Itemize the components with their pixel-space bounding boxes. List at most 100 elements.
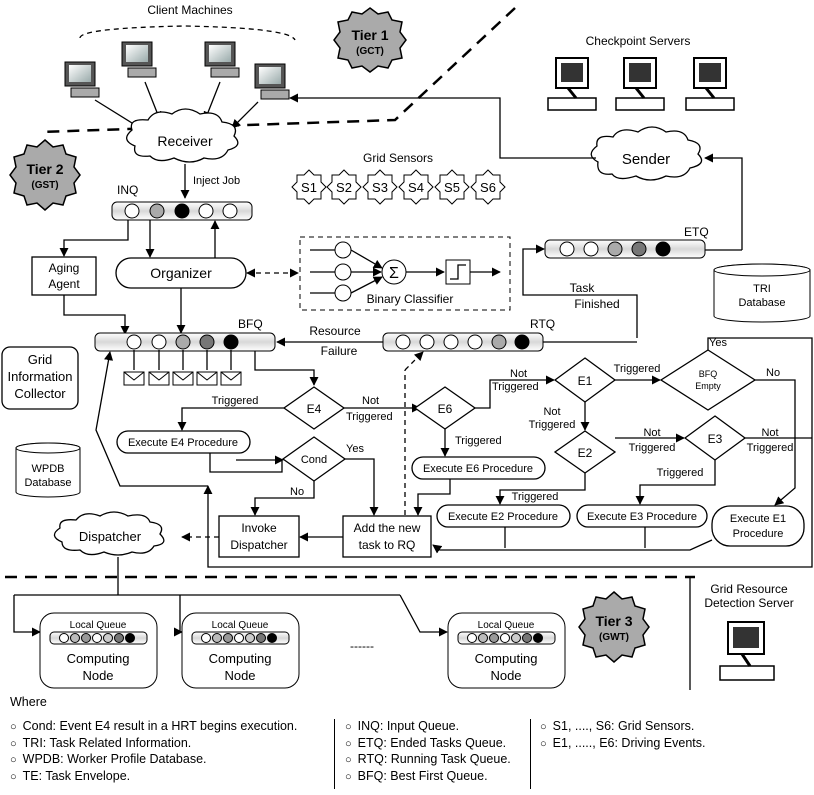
sensor-label: S1 [301, 180, 317, 195]
e3-decision: E3 [683, 415, 747, 461]
queue-item [478, 633, 488, 643]
grid-information-collector: Grid Information Collector [1, 346, 79, 410]
e1-not-label: Not [543, 406, 560, 418]
e6-decision: E6 [413, 386, 477, 430]
etq-queue [544, 239, 706, 259]
svg-text:Organizer: Organizer [150, 265, 212, 281]
svg-text:(GWT): (GWT) [599, 632, 629, 643]
svg-text:Tier 2: Tier 2 [26, 161, 63, 177]
execute-e4-procedure: Execute E4 Procedure [116, 430, 251, 454]
svg-text:Σ: Σ [389, 265, 399, 282]
execute-e2-procedure: Execute E2 Procedure [436, 504, 571, 528]
queue-item [103, 633, 113, 643]
server-icon [685, 57, 735, 111]
inject-job-label: Inject Job [193, 175, 240, 187]
computer-icon [64, 61, 100, 98]
svg-text:Database: Database [24, 477, 71, 489]
computer-icon [121, 41, 157, 78]
invoke-dispatcher-box: Invoke Dispatcher [218, 515, 300, 558]
tier3-badge: Tier 3 (GWT) [578, 591, 650, 663]
queue-item [256, 633, 266, 643]
sensor-label: S5 [444, 180, 460, 195]
legend-item: TRI: Task Related Information. [10, 736, 297, 753]
task-envelopes [123, 350, 242, 386]
legend-where: Where [10, 695, 47, 709]
svg-text:Cond: Cond [301, 454, 327, 466]
svg-text:Execute E3 Procedure: Execute E3 Procedure [587, 511, 697, 523]
cond-yes-label: Yes [346, 443, 364, 455]
svg-text:Execute E4 Procedure: Execute E4 Procedure [128, 437, 238, 449]
legend-item: E1, ....., E6: Driving Events. [540, 736, 706, 753]
e6-not-label: Not [510, 368, 527, 380]
sensor-label: S3 [372, 180, 388, 195]
aging-agent-box: Aging Agent [31, 256, 97, 296]
grid-resource-label-2: Detection Server [704, 596, 793, 610]
resource-failure-label-2: Failure [321, 344, 358, 358]
legend-item: ETQ: Ended Tasks Queue. [345, 736, 511, 753]
computer-icon [254, 63, 290, 100]
e2-triggered-label: Triggered [512, 491, 559, 503]
computing-node-label: Node [224, 668, 255, 683]
e2-not-triggered-label: Triggered [629, 442, 676, 454]
envelope-icon [172, 371, 194, 386]
queue-item [234, 633, 244, 643]
bfq-empty-yes-label: Yes [709, 337, 727, 349]
execute-e1-procedure: Execute E1 Procedure [711, 505, 805, 547]
legend-item: BFQ: Best First Queue. [345, 769, 511, 786]
queue-item [511, 633, 521, 643]
sensor-label: S2 [336, 180, 352, 195]
computing-node-label: Node [82, 668, 113, 683]
e4-decision: E4 [282, 386, 346, 430]
organizer-box: Organizer [115, 257, 247, 289]
queue-item [92, 633, 102, 643]
e4-not-label: Not [362, 395, 379, 407]
envelope-icon [196, 371, 218, 386]
rtq-queue [382, 332, 544, 352]
svg-text:Procedure: Procedure [733, 528, 784, 540]
queue-item [500, 633, 510, 643]
nodes-ellipsis: ------ [350, 639, 374, 653]
queue-item [489, 633, 499, 643]
legend-divider [530, 719, 531, 789]
bfq-empty-no-label: No [766, 367, 780, 379]
svg-text:Add the new: Add the new [354, 521, 421, 535]
e3-not-label: Not [761, 427, 778, 439]
sensor-icon [470, 169, 506, 205]
envelope-icon [148, 371, 170, 386]
checkpoint-servers-label: Checkpoint Servers [586, 34, 691, 48]
e2-not-label: Not [643, 427, 660, 439]
bfq-empty-decision: BFQ Empty [659, 349, 757, 411]
svg-text:Tier 1: Tier 1 [351, 27, 388, 43]
e4-not-triggered-label: Triggered [346, 411, 393, 423]
envelope-flap [172, 371, 194, 381]
queue-item [70, 633, 80, 643]
computing-node-label: Computing [67, 651, 130, 666]
checkpoint-server-icons [547, 57, 735, 111]
legend-column-1: Cond: Event E4 result in a HRT begins ex… [10, 719, 298, 785]
legend: Where Cond: Event E4 result in a HRT beg… [0, 695, 814, 795]
e6-triggered-label: Triggered [455, 435, 502, 447]
tier1-badge: Tier 1 (GCT) [333, 7, 407, 73]
etq-label: ETQ [684, 225, 709, 239]
receiver-cloud: Receiver [126, 108, 239, 163]
add-task-to-rq-box: Add the new task to RQ [342, 515, 432, 558]
svg-text:WPDB: WPDB [32, 463, 65, 475]
svg-text:Dispatcher: Dispatcher [230, 538, 287, 552]
computer-icon [204, 41, 240, 78]
bfq-queue [94, 332, 276, 352]
legend-item: WPDB: Worker Profile Database. [10, 752, 297, 769]
computing-node-label: Computing [209, 651, 272, 666]
queue-item [522, 633, 532, 643]
queue-item [201, 633, 211, 643]
legend-divider [334, 719, 335, 789]
svg-text:BFQ: BFQ [699, 369, 718, 379]
grid-resource-server-icon [719, 621, 775, 681]
grid-sensors-label: Grid Sensors [363, 151, 433, 165]
client-computer-icons [64, 41, 290, 100]
tri-database: TRI Database [713, 263, 811, 323]
svg-text:Aging: Aging [49, 261, 80, 275]
envelope-icon [220, 371, 242, 386]
e1-not-triggered-label: Triggered [529, 419, 576, 431]
